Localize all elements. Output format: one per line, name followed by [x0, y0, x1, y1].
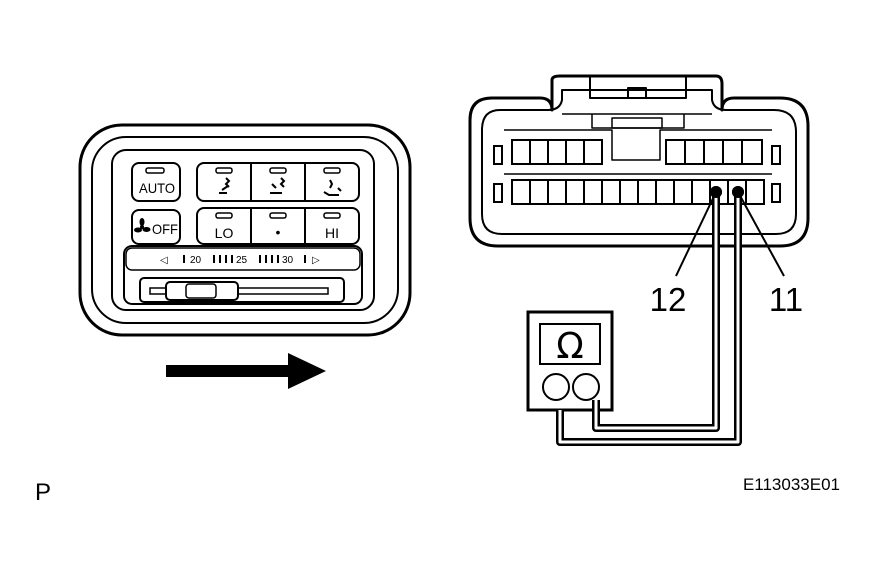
- connector-top-row: [493, 139, 781, 165]
- arrow-right-icon: [166, 353, 326, 389]
- mode-bilevel-button[interactable]: [269, 167, 287, 194]
- leader-line-12: [675, 191, 717, 277]
- ohm-symbol: Ω: [556, 326, 584, 367]
- hi-button-label: HI: [325, 225, 339, 241]
- scale-mark-20: 20: [190, 255, 202, 266]
- hi-button[interactable]: HI: [323, 212, 341, 241]
- ohmmeter: Ω: [526, 310, 614, 412]
- test-lead-11: [556, 192, 742, 446]
- mode-button-group: [196, 162, 360, 202]
- face-airflow-icon: [219, 177, 231, 194]
- leader-line-11: [737, 191, 785, 277]
- scale-mark-30: 30: [282, 255, 294, 266]
- scale-left-arrow: ◁: [160, 255, 168, 266]
- center-button-label: •: [276, 224, 281, 240]
- fan-speed-group: [196, 207, 360, 245]
- pin-label-12: 12: [650, 281, 687, 318]
- mode-foot-button[interactable]: [323, 167, 342, 196]
- meter-jack-left: [542, 373, 570, 401]
- control-panel: [78, 123, 412, 337]
- auto-button[interactable]: AUTO: [131, 162, 181, 202]
- scale-right-arrow: ▷: [312, 255, 320, 266]
- bilevel-airflow-icon: [270, 177, 286, 194]
- fan-off-label: OFF: [152, 221, 178, 237]
- figure-code: E113033E01: [743, 475, 840, 494]
- temperature-slider[interactable]: [139, 277, 345, 303]
- fan-off-button[interactable]: OFF: [131, 209, 181, 245]
- scale-ticks: [183, 255, 306, 263]
- connector-bottom-row: [493, 179, 781, 205]
- foot-airflow-icon: [323, 179, 342, 196]
- pin-label-11: 11: [769, 281, 803, 318]
- temperature-control: ◁ ▷ 20 25 30: [123, 245, 363, 305]
- fan-icon: [134, 218, 151, 233]
- meter-jack-right: [572, 373, 600, 401]
- test-lead-12: [592, 192, 720, 432]
- corner-label: P: [35, 479, 51, 506]
- slider-knob[interactable]: [165, 281, 239, 301]
- mode-face-button[interactable]: [215, 167, 233, 194]
- center-button[interactable]: •: [269, 212, 287, 240]
- connector-housing: [468, 74, 810, 248]
- lo-button[interactable]: LO: [215, 212, 234, 241]
- scale-mark-25: 25: [236, 255, 248, 266]
- lo-button-label: LO: [215, 225, 234, 241]
- auto-button-label: AUTO: [139, 180, 175, 196]
